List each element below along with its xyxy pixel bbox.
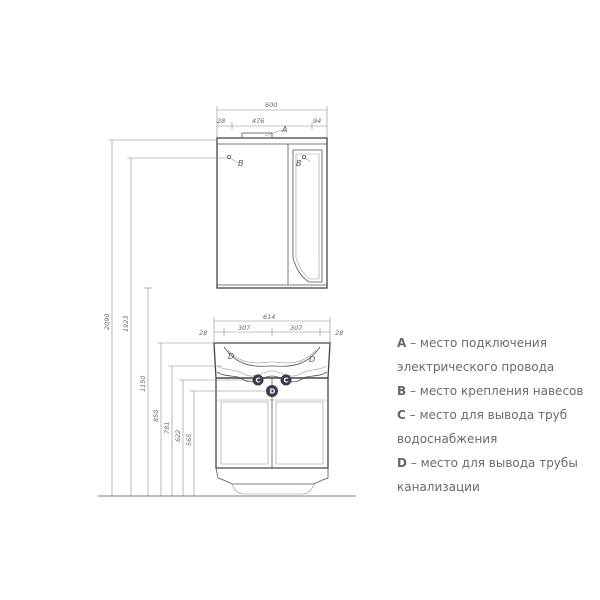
marker-c-right-text: C: [284, 377, 289, 385]
dim-height-1923: 1923: [122, 315, 130, 332]
legend-line-2: электрического провода: [397, 360, 555, 374]
dim-height-850: 850: [152, 410, 160, 422]
marker-b-right: B: [296, 159, 302, 168]
marker-c-left-text: C: [256, 377, 261, 385]
legend-line-6: D – место для вывода трубы: [397, 456, 578, 470]
left-door-panel: [220, 401, 269, 465]
marker-d-label-left: D: [228, 352, 234, 361]
right-door-panel: [275, 401, 324, 465]
legend-line-4: C – место для вывода труб: [397, 408, 568, 422]
dim-sink-side-left: 28: [199, 329, 207, 337]
dim-height-565: 565: [185, 434, 193, 446]
legend: A – место подключения электрического про…: [397, 331, 597, 499]
dim-sink-width: 614: [263, 313, 275, 321]
legend-line-7: канализации: [397, 480, 480, 494]
legend-line-1: A – место подключения: [397, 336, 547, 350]
top-dimensions: 600 28 476 94: [216, 101, 328, 138]
marker-d-center-text: D: [270, 388, 276, 396]
cabinet-side-door: [292, 149, 323, 283]
dim-half-left: 307: [238, 324, 251, 332]
dim-inner-width: 476: [252, 117, 264, 125]
sink-bowl: [223, 346, 321, 367]
cabinet-lamp: [241, 132, 273, 139]
dim-height-1150: 1150: [139, 375, 147, 392]
legend-line-3: B – место крепления навесов: [397, 384, 584, 398]
dim-total-height: 2090: [103, 313, 111, 330]
dim-left-offset: 28: [217, 117, 225, 125]
marker-d-center: [266, 385, 278, 397]
marker-b-left: B: [238, 159, 244, 168]
dim-height-781: 781: [163, 422, 171, 434]
legend-line-5: водоснабжения: [397, 432, 498, 446]
vanity-unit: D D C C D: [213, 342, 331, 495]
mount-hole-right: [301, 154, 306, 159]
mount-hole-left: [226, 154, 231, 159]
dim-sink-side-right: 28: [335, 329, 343, 337]
dim-half-right: 307: [290, 324, 303, 332]
dim-total-width: 600: [265, 101, 277, 109]
marker-c-right: [280, 374, 292, 386]
mirror-cabinet: B B A: [216, 125, 328, 289]
sink-dimensions: 614 28 307 307 28: [199, 313, 343, 343]
marker-d-label-right: D: [309, 355, 315, 364]
marker-a: A: [281, 125, 287, 134]
vanity-plinth: [215, 467, 329, 485]
dim-height-622: 622: [174, 430, 182, 442]
height-dimensions: 2090 1923 1150 850 781 622 565: [98, 139, 356, 497]
dim-right-offset: 94: [313, 117, 321, 125]
marker-c-left: [252, 374, 264, 386]
